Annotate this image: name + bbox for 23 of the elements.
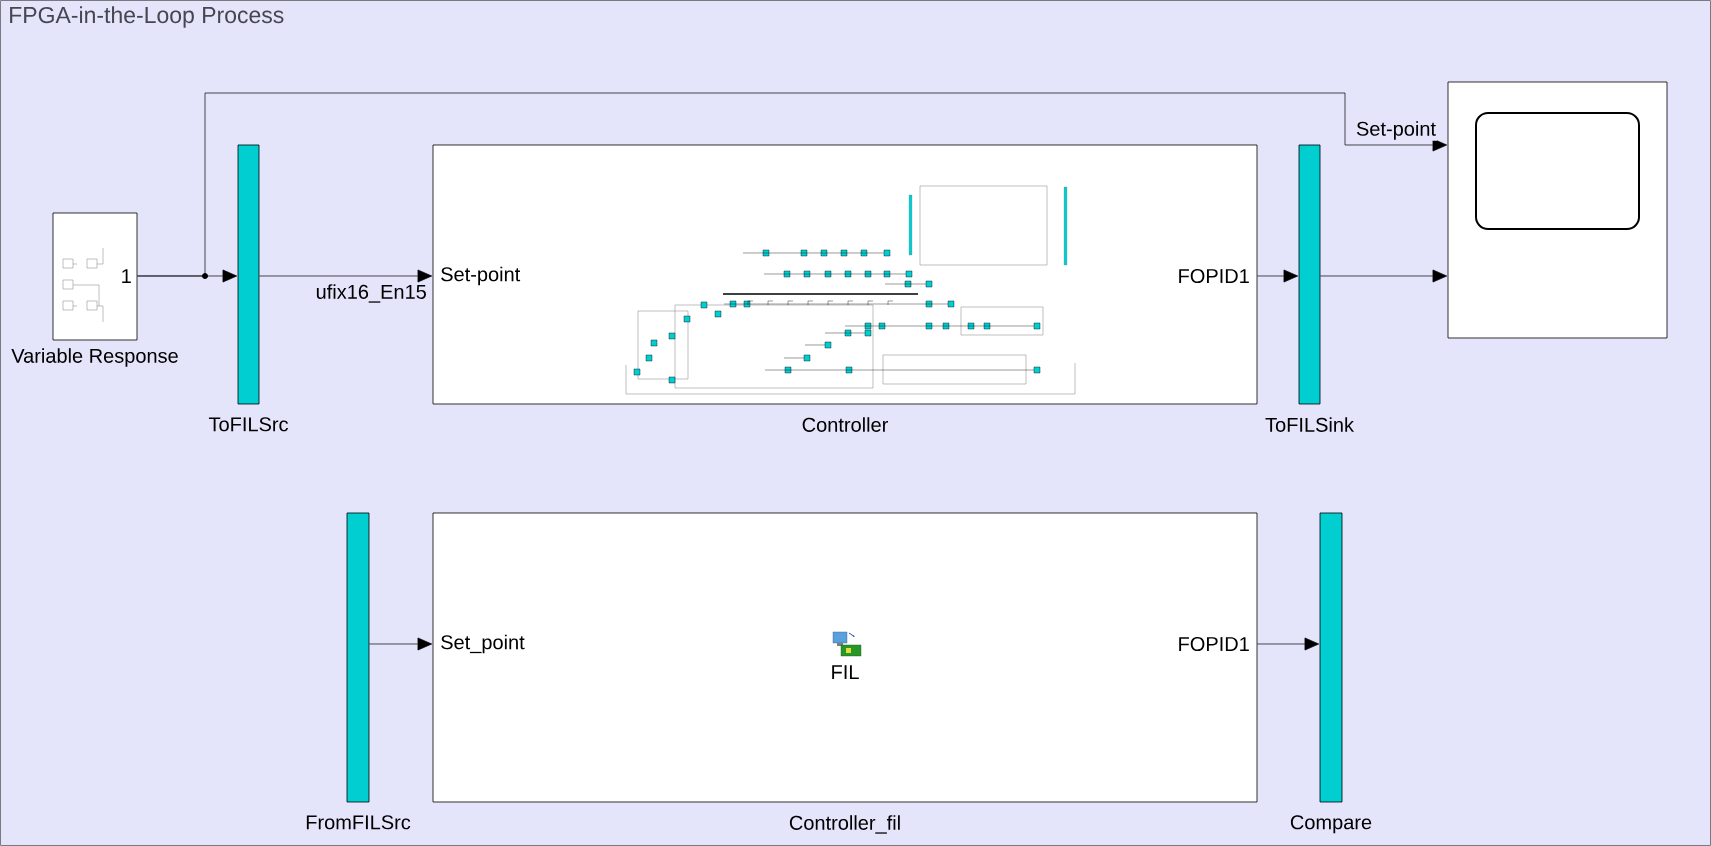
signal-line: [1257, 637, 1320, 651]
block-name: ToFILSink: [1265, 417, 1354, 432]
block-caption: FIL: [832, 665, 859, 679]
block-name: Compare: [1290, 815, 1372, 834]
scope-block: [1447, 81, 1668, 339]
port-label: Set-point: [441, 266, 521, 286]
edge-label: Set-point: [1355, 120, 1438, 141]
port-label: FOPID1: [1179, 268, 1249, 284]
block-name: Controller: [802, 417, 888, 432]
signal-line: [369, 637, 433, 651]
signal-line: [259, 269, 433, 283]
signal-line: [137, 92, 1448, 279]
signal-line: [1257, 269, 1299, 283]
block-name: Variable Response: [11, 348, 178, 367]
edge-label: ufix16_En15: [314, 283, 428, 304]
block-name: FromFILSrc: [306, 815, 411, 830]
signal-line: [1320, 269, 1448, 283]
title: FPGA-in-the-Loop Process: [10, 6, 284, 28]
port-label: FOPID1: [1179, 636, 1249, 652]
block-name: ToFILSrc: [208, 417, 288, 432]
port-number: 1: [122, 269, 131, 283]
block-name: Controller_fil: [789, 815, 900, 834]
port-label: Set_point: [441, 634, 525, 654]
